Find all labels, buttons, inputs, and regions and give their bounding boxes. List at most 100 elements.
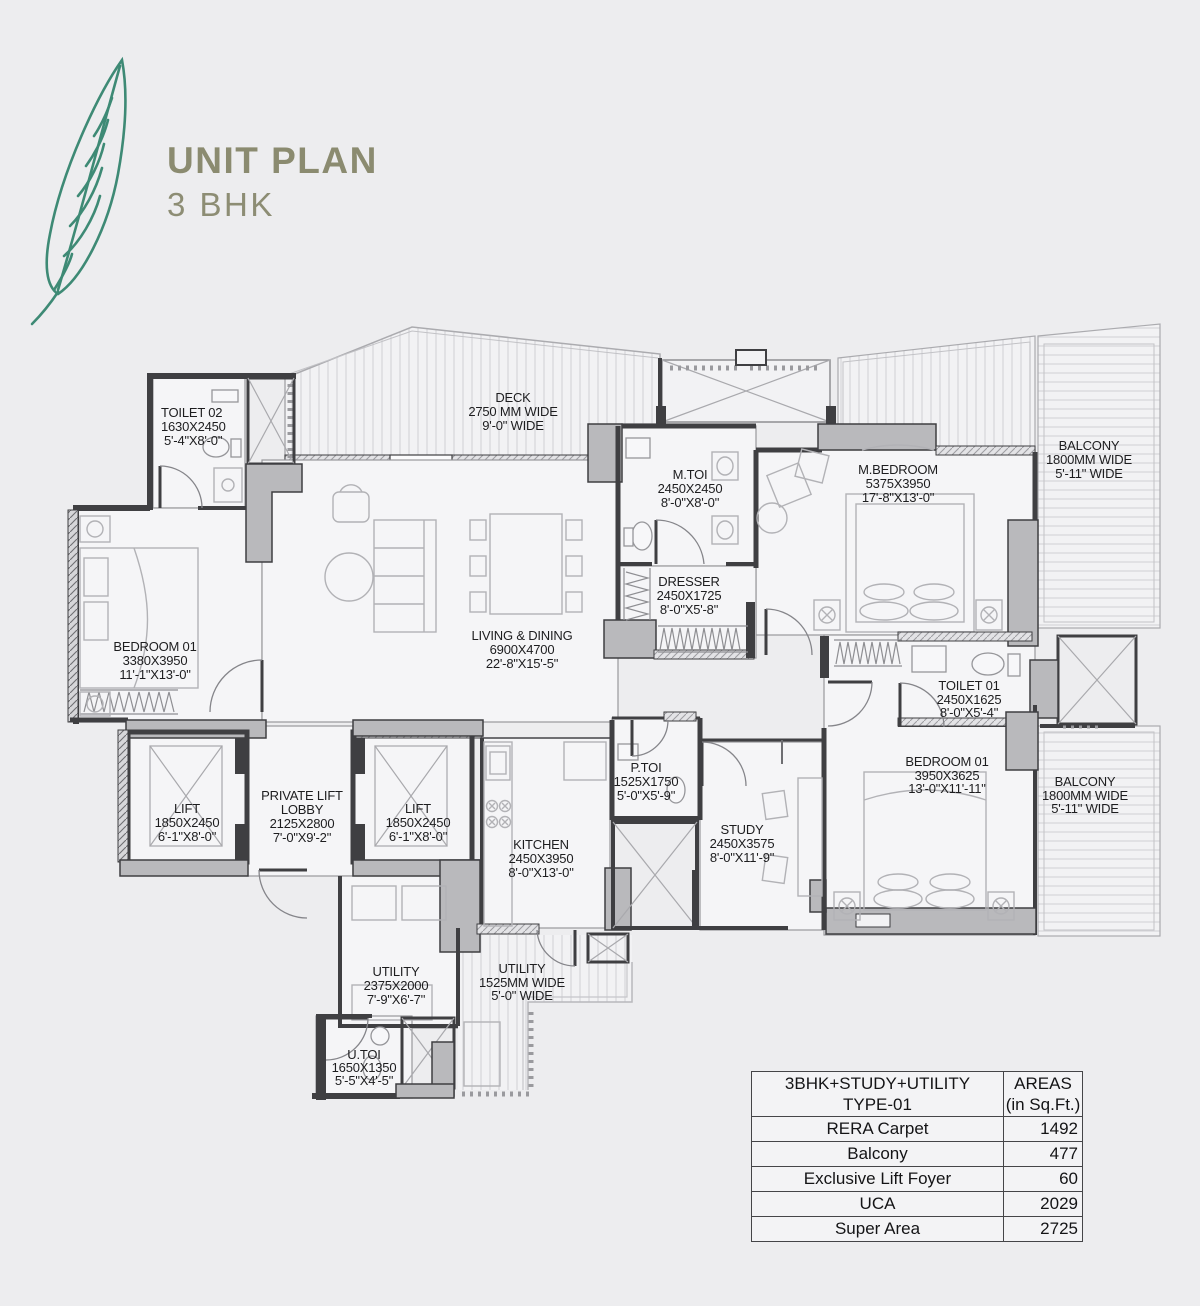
- area-row-value: 2029: [1003, 1191, 1083, 1217]
- leaf-logo: [10, 42, 170, 332]
- svg-text:8'-0"X8'-0": 8'-0"X8'-0": [661, 495, 720, 510]
- areas-header-line2: (in Sq.Ft.): [1005, 1095, 1081, 1114]
- room-labels: TOILET 02 1630X2450 5'-4"X8'-0" DECK 275…: [113, 390, 1132, 1088]
- toilet-02-fixtures: [202, 389, 243, 503]
- svg-text:5'-0" WIDE: 5'-0" WIDE: [491, 988, 553, 1003]
- label-utility-2: UTILITY 1525MM WIDE 5'-0" WIDE: [479, 961, 566, 1003]
- label-lift-right: LIFT 1850X2450 6'-1"X8'-0": [386, 801, 451, 844]
- table-row: Super Area 2725: [751, 1216, 1083, 1242]
- svg-text:BEDROOM 01: BEDROOM 01: [905, 754, 988, 769]
- area-row-label: Super Area: [751, 1216, 1004, 1242]
- svg-text:2450X3575: 2450X3575: [710, 836, 775, 851]
- label-balcony-right: BALCONY 1800MM WIDE 5'-11" WIDE: [1042, 774, 1129, 816]
- label-toilet-02: TOILET 02 1630X2450 5'-4"X8'-0": [161, 405, 226, 448]
- svg-text:1650X1350: 1650X1350: [332, 1060, 397, 1075]
- toilet-02-door-arc: [159, 465, 203, 509]
- svg-text:2750 MM WIDE: 2750 MM WIDE: [468, 404, 558, 419]
- svg-text:UTILITY: UTILITY: [373, 964, 421, 979]
- bedroom-01-left-door-arc: [209, 659, 263, 713]
- area-row-value: 2725: [1003, 1216, 1083, 1242]
- svg-text:LIFT: LIFT: [405, 801, 431, 816]
- svg-text:1525X1750: 1525X1750: [614, 774, 679, 789]
- toilet-01-walls: [897, 631, 1059, 727]
- table-row: UCA 2029: [751, 1191, 1083, 1217]
- svg-text:5'-11" WIDE: 5'-11" WIDE: [1055, 466, 1123, 481]
- room-floors: [75, 377, 1036, 1099]
- label-bedroom-01-left: BEDROOM 01 3380X3950 11'-1"X13'-0": [113, 639, 196, 682]
- areas-header-line1: AREAS: [1014, 1074, 1072, 1093]
- svg-text:5'-11" WIDE: 5'-11" WIDE: [1051, 801, 1119, 816]
- svg-text:8'-0"X5'-4": 8'-0"X5'-4": [940, 705, 999, 720]
- svg-text:7'-0"X9'-2": 7'-0"X9'-2": [273, 830, 332, 845]
- page-header: UNIT PLAN 3 BHK: [167, 140, 378, 224]
- svg-text:2450X2450: 2450X2450: [658, 481, 723, 496]
- m-toi-walls: [615, 423, 759, 568]
- areas-table-title-line1: 3BHK+STUDY+UTILITY: [784, 1074, 971, 1093]
- areas-table-areas-header: AREAS (in Sq.Ft.): [1003, 1071, 1083, 1117]
- svg-text:1850X2450: 1850X2450: [155, 815, 220, 830]
- svg-text:KITCHEN: KITCHEN: [513, 837, 569, 852]
- svg-text:11'-1"X13'-0": 11'-1"X13'-0": [119, 667, 191, 682]
- p-toi-door-arc: [631, 719, 669, 757]
- svg-text:8'-0"X5'-8": 8'-0"X5'-8": [660, 602, 719, 617]
- svg-text:1850X2450: 1850X2450: [386, 815, 451, 830]
- study-door-arc: [701, 741, 747, 787]
- svg-text:LIVING & DINING: LIVING & DINING: [471, 628, 572, 643]
- svg-text:UTILITY: UTILITY: [499, 961, 547, 976]
- area-row-label: Balcony: [751, 1141, 1004, 1167]
- area-row-value: 477: [1003, 1141, 1083, 1167]
- label-deck: DECK 2750 MM WIDE 9'-0" WIDE: [468, 390, 558, 433]
- u-toi-walls: [312, 1014, 456, 1100]
- label-utility-1: UTILITY 2375X2000 7'-9"X6'-7": [364, 964, 429, 1007]
- u-toi-fixtures: [362, 1026, 390, 1081]
- svg-text:3950X3625: 3950X3625: [915, 768, 980, 783]
- svg-text:2450X3950: 2450X3950: [509, 851, 574, 866]
- svg-text:1800MM WIDE: 1800MM WIDE: [1042, 788, 1128, 803]
- toilet-01-fixtures: [911, 645, 1021, 677]
- area-row-value: 60: [1003, 1166, 1083, 1192]
- svg-text:5'-0"X5'-9": 5'-0"X5'-9": [617, 788, 676, 803]
- svg-text:6'-1"X8'-0": 6'-1"X8'-0": [158, 829, 217, 844]
- duct-shaft-right: [1056, 634, 1138, 726]
- svg-text:8'-0"X11'-9": 8'-0"X11'-9": [710, 850, 775, 865]
- svg-text:DECK: DECK: [495, 390, 531, 405]
- label-m-bedroom: M.BEDROOM 5375X3950 17'-8"X13'-0": [858, 462, 938, 505]
- label-bedroom-01-right: BEDROOM 01 3950X3625 13'-0"X11'-11": [905, 754, 988, 796]
- svg-text:5375X3950: 5375X3950: [866, 476, 931, 491]
- svg-text:6900X4700: 6900X4700: [490, 642, 555, 657]
- bedroom-01-left-furniture: [79, 515, 199, 717]
- label-m-toi: M.TOI 2450X2450 8'-0"X8'-0": [658, 467, 723, 510]
- svg-text:DRESSER: DRESSER: [658, 574, 719, 589]
- svg-text:LOBBY: LOBBY: [281, 802, 324, 817]
- svg-text:22'-8"X15'-5": 22'-8"X15'-5": [486, 656, 559, 671]
- areas-table-header-row: 3BHK+STUDY+UTILITY TYPE-01 AREAS (in Sq.…: [751, 1071, 1083, 1117]
- lift-right-walls: [350, 719, 484, 865]
- area-row-label: Exclusive Lift Foyer: [751, 1166, 1004, 1192]
- label-dresser: DRESSER 2450X1725 8'-0"X5'-8": [657, 574, 722, 617]
- leaf-icon: [30, 56, 127, 326]
- svg-text:8'-0"X13'-0": 8'-0"X13'-0": [508, 865, 574, 880]
- areas-table-title-line2: TYPE-01: [843, 1095, 912, 1114]
- area-row-label: RERA Carpet: [751, 1116, 1004, 1142]
- areas-table: 3BHK+STUDY+UTILITY TYPE-01 AREAS (in Sq.…: [751, 1071, 1083, 1242]
- svg-text:BEDROOM 01: BEDROOM 01: [113, 639, 196, 654]
- svg-text:P.TOI: P.TOI: [630, 760, 661, 775]
- p-toi-walls: [609, 711, 703, 820]
- svg-text:5'-4"X8'-0": 5'-4"X8'-0": [164, 433, 223, 448]
- label-living-dining: LIVING & DINING 6900X4700 22'-8"X15'-5": [471, 628, 572, 671]
- svg-text:BALCONY: BALCONY: [1055, 774, 1116, 789]
- svg-text:BALCONY: BALCONY: [1059, 438, 1120, 453]
- u-toi-door-arc: [325, 1017, 369, 1061]
- svg-text:TOILET 01: TOILET 01: [938, 678, 999, 693]
- bedroom-01-right-door-arc: [827, 681, 873, 727]
- toilet-02-walls: [147, 373, 303, 563]
- svg-text:TOILET 02: TOILET 02: [161, 405, 222, 420]
- svg-text:17'-8"X13'-0": 17'-8"X13'-0": [862, 490, 935, 505]
- label-kitchen: KITCHEN 2450X3950 8'-0"X13'-0": [508, 837, 574, 880]
- svg-text:2450X1725: 2450X1725: [657, 588, 722, 603]
- svg-text:M.BEDROOM: M.BEDROOM: [858, 462, 938, 477]
- svg-text:M.TOI: M.TOI: [673, 467, 708, 482]
- balcony-right-area: [1037, 723, 1161, 937]
- terrace-top-right: [837, 323, 1161, 629]
